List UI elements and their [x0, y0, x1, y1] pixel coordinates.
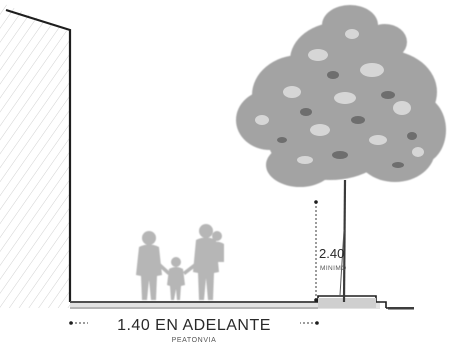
family-silhouette: [136, 224, 224, 300]
height-dimension: [314, 200, 318, 302]
width-value: 1.40 EN ADELANTE: [117, 317, 271, 334]
wall-hatch: [0, 2, 70, 308]
height-value: 2.40: [319, 246, 344, 261]
tree-illustration: [236, 5, 446, 303]
sidewalk-ground: [70, 295, 414, 310]
width-dimension: [69, 314, 319, 332]
building-wall: [5, 8, 72, 302]
width-caption: PEATONVIA: [172, 337, 217, 344]
height-caption: MINIMO: [320, 265, 347, 272]
